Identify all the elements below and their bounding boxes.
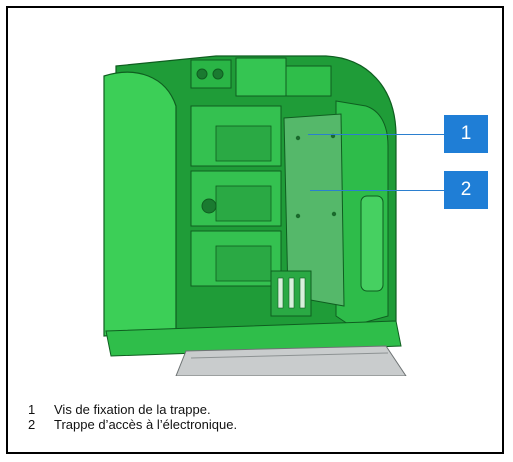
legend-item: 2 Trappe d’accès à l’électronique. — [28, 417, 237, 432]
callout-2: 2 — [444, 171, 488, 209]
legend-number: 2 — [28, 417, 36, 432]
legend-number: 1 — [28, 402, 36, 417]
device-illustration — [103, 55, 407, 376]
legend-text: Trappe d’accès à l’électronique. — [54, 417, 238, 432]
legend: 1 Vis de fixation de la trappe. 2 Trappe… — [28, 402, 237, 432]
callout-line-2 — [310, 190, 444, 191]
callout-1: 1 — [444, 115, 488, 153]
legend-text: Vis de fixation de la trappe. — [54, 402, 211, 417]
callout-line-1 — [308, 134, 444, 135]
figure-frame: 1 2 1 Vis de fixation de la trappe. 2 Tr… — [6, 6, 504, 454]
legend-item: 1 Vis de fixation de la trappe. — [28, 402, 237, 417]
